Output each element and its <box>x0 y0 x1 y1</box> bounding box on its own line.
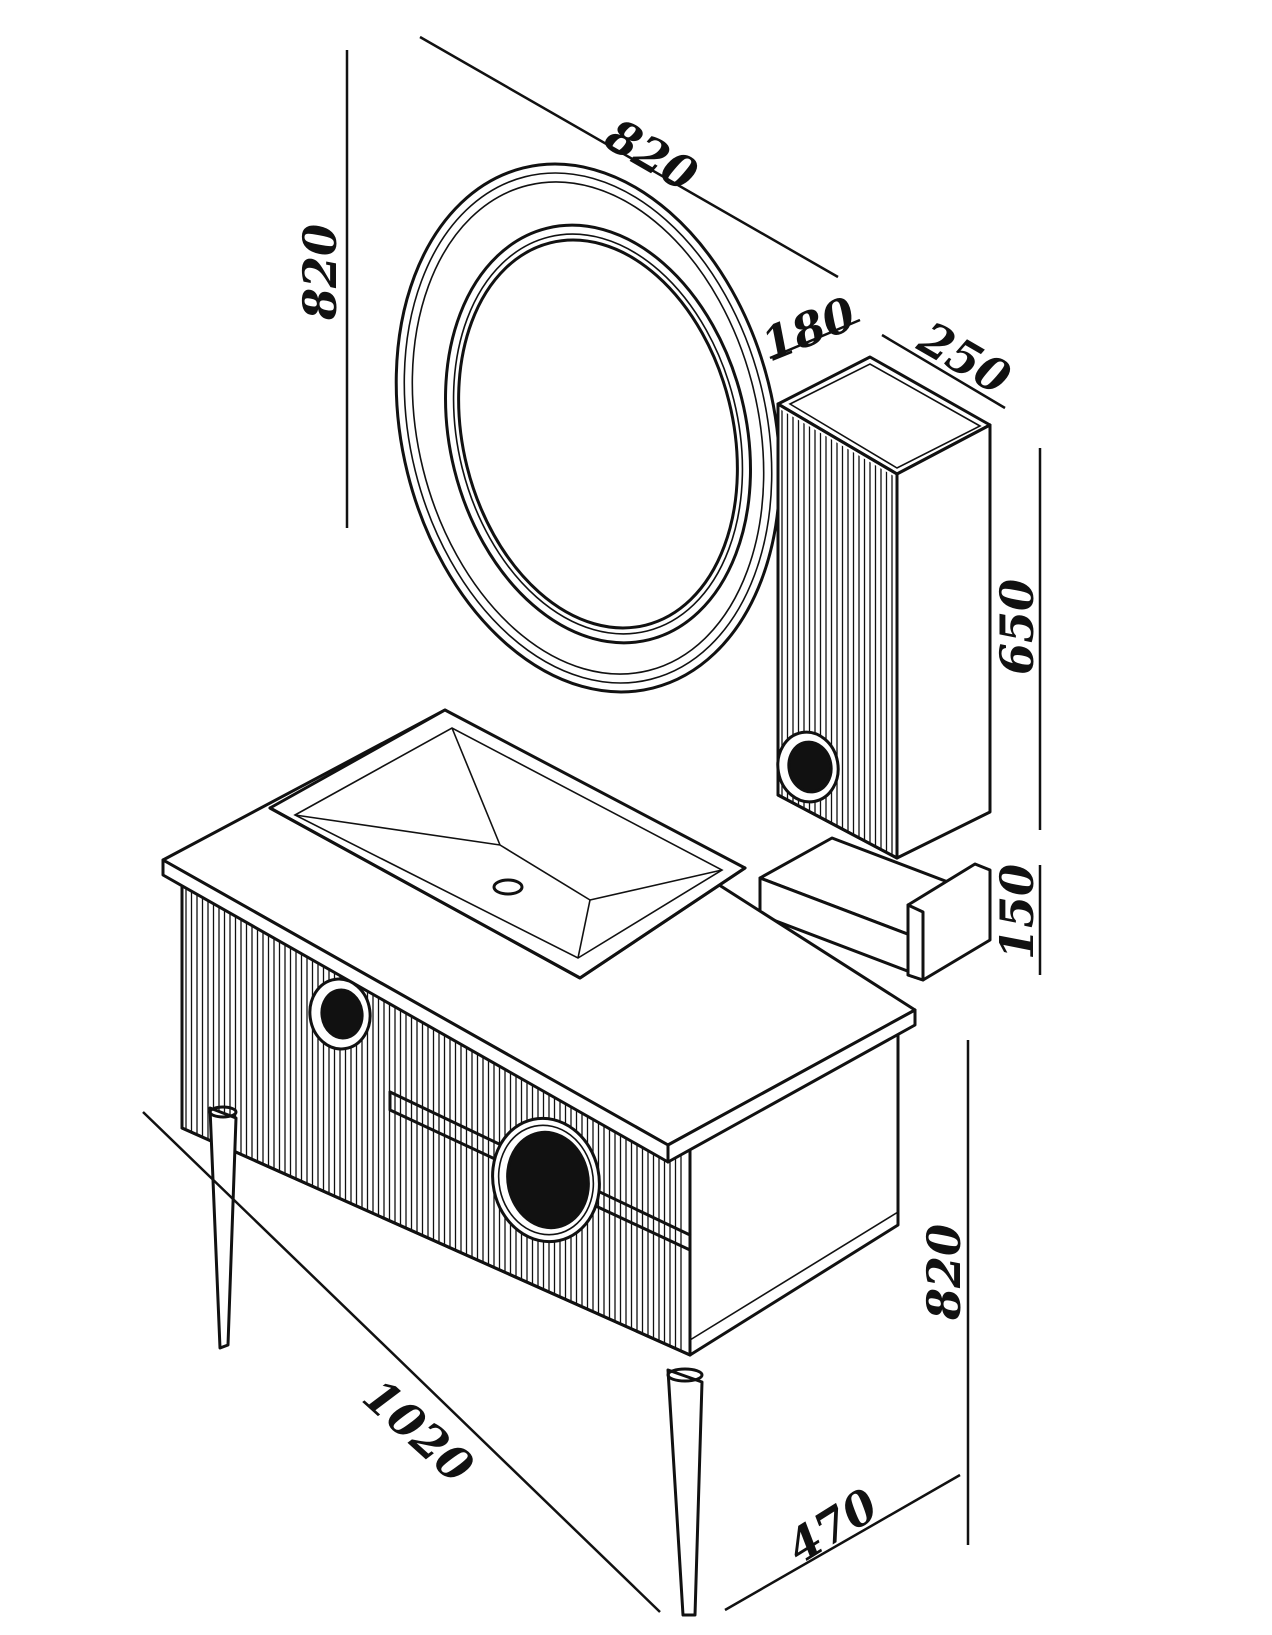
dim-mirror-width: 820 <box>596 107 707 202</box>
lower-drawer-knob <box>491 1116 601 1244</box>
dim-cabinet-height: 650 <box>990 579 1044 675</box>
cabinet-knob <box>776 730 840 804</box>
wall-cabinet <box>776 355 992 860</box>
vanity-legs <box>208 1105 704 1617</box>
vessel-basin <box>268 708 747 980</box>
dim-vanity-depth: 470 <box>777 1478 887 1575</box>
upper-drawer-knob <box>308 977 372 1051</box>
dim-mirror-height: 820 <box>293 224 347 321</box>
dimension-lines <box>142 35 1042 1613</box>
dim-mirror-depth: 180 <box>754 286 863 372</box>
wall-shelf <box>758 836 992 982</box>
dim-vanity-width: 1020 <box>353 1368 484 1494</box>
dim-shelf-height: 150 <box>990 864 1044 960</box>
dim-vanity-height: 820 <box>917 1224 971 1321</box>
round-mirror <box>394 162 782 694</box>
